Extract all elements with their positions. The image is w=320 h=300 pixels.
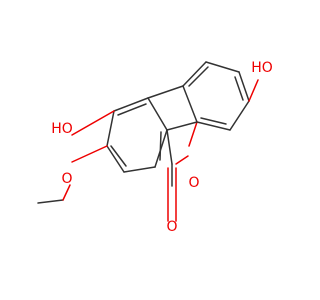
oh-top-bond [248, 79, 259, 102]
lactone-ring [166, 121, 198, 165]
carbonyl-oxygen-label: O [166, 219, 177, 235]
hydroxyl-label-top: HO [251, 60, 273, 76]
biaryl-bond [147, 85, 184, 99]
methoxy-group [37, 145, 108, 204]
oh-left-bond [71, 110, 115, 136]
ring-oxygen-label: O [188, 175, 199, 191]
methoxy-oxygen-label: O [61, 171, 72, 187]
carbonyl-bond [167, 163, 177, 222]
chemical-structure: HO HO O O O [37, 60, 273, 235]
right-aromatic-ring [182, 61, 250, 131]
left-aromatic-ring [106, 97, 168, 173]
hydroxyl-label-left: HO [51, 121, 73, 137]
